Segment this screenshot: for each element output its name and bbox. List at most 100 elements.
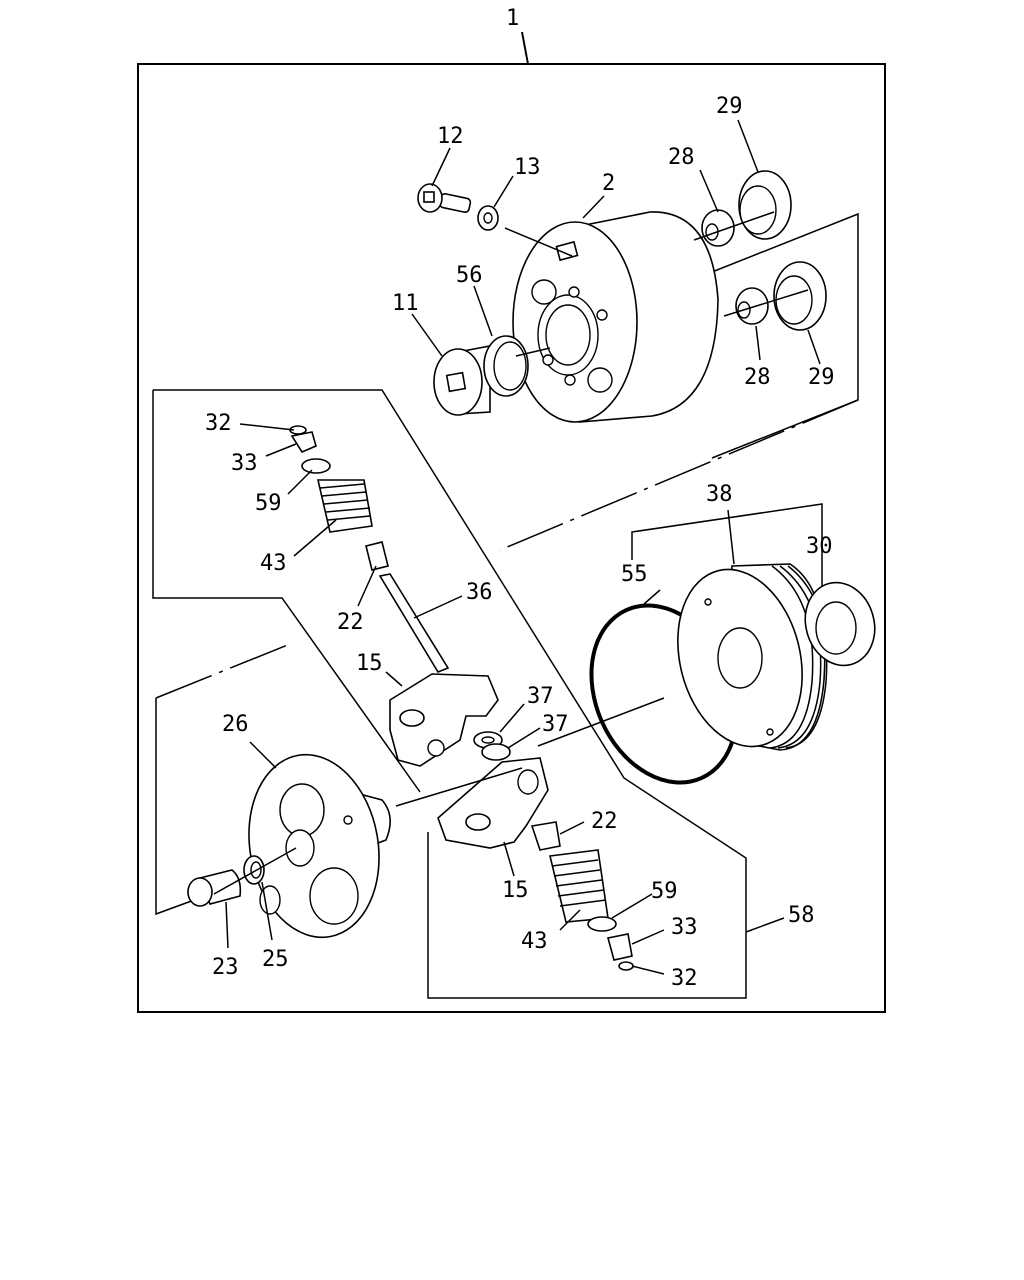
callout-line-33a [265,443,297,457]
plate-axis-line [213,847,297,895]
callout-line-28b [755,325,761,361]
callout-line-29b [807,329,821,365]
valve-22-lower [530,821,561,851]
plug-23 [187,869,242,907]
assembly-frame [137,63,886,1013]
label-28-upper: 28 [668,145,695,170]
label-28-lower: 28 [744,365,771,390]
cover-group [537,503,876,785]
callout-line-36 [413,595,463,619]
dash-dot-line-lower [155,643,291,699]
label-26: 26 [222,712,249,737]
housing-15-lower [437,757,549,849]
pump-body-group [411,119,859,551]
label-32-lower: 32 [671,966,698,991]
callout-line-2 [582,195,605,219]
seat-33-upper [290,431,317,454]
valve-group-boundary [153,389,747,999]
label-58: 58 [788,903,815,928]
label-29-upper: 29 [716,94,743,119]
callout-line-12 [431,147,451,187]
bracket-38 [631,503,823,560]
label-32-upper: 32 [205,411,232,436]
valve-28-upper [701,209,735,247]
label-38: 38 [706,482,733,507]
callout-line-37a [499,703,525,733]
label-37-b: 37 [542,712,569,737]
callout-line-25 [261,881,273,941]
callout-line-29a [737,119,759,173]
label-37-a: 37 [527,684,554,709]
valve-28-lower [735,287,769,325]
label-22-lower: 22 [591,809,618,834]
valve-22-upper [365,541,389,571]
label-13: 13 [514,155,541,180]
axis-line-28-29-lower [723,289,809,317]
shim-59-upper [301,458,331,474]
callout-line-55 [643,589,661,605]
cover-axis-line [537,697,665,747]
label-36: 36 [466,580,493,605]
callout-line-15a [385,671,403,687]
label-30: 30 [806,534,833,559]
label-59-lower: 59 [651,879,678,904]
callout-line-38 [727,509,735,565]
label-33-upper: 33 [231,451,258,476]
label-15-upper: 15 [356,651,383,676]
seal-ring-56 [483,335,529,397]
washer-25 [243,855,265,885]
valve-stack-upper [289,425,450,673]
housing-15-upper [389,673,499,767]
plate-26 [248,753,391,939]
cap-29-upper [738,170,792,240]
bolt-axis-line [504,227,573,257]
label-25: 25 [262,947,289,972]
callout-line-33b [631,929,665,945]
callout-line-43a [293,519,337,557]
label-56: 56 [456,263,483,288]
pump-body-2 [512,211,719,423]
callout-line-59a [287,469,313,495]
plate-housing-axis [395,767,523,807]
callout-line-32a [239,423,295,431]
callout-line-58 [745,917,785,933]
label-43-lower: 43 [521,929,548,954]
callout-line-11 [411,313,443,357]
callout-line-22b [559,821,585,835]
callout-line-59b [611,893,653,919]
label-15-lower: 15 [502,878,529,903]
washer-13 [477,205,499,231]
label-11: 11 [392,291,419,316]
callout-line-56 [473,285,493,337]
dash-dot-line-upper [499,399,859,551]
label-29-lower: 29 [808,365,835,390]
callout-line-22a [357,565,377,607]
callout-line-15b [503,841,515,877]
washer-37-b [481,743,511,761]
callout-line-13 [493,175,514,208]
cap-29-lower [773,261,827,331]
rear-group-bracket [711,212,859,459]
label-33-lower: 33 [671,915,698,940]
axis-line-28-29-upper [693,211,775,241]
label-23: 23 [212,955,239,980]
callout-line-1 [521,31,529,65]
label-43-upper: 43 [260,551,287,576]
cover-38 [677,563,828,751]
callout-line-28a [699,169,719,213]
socket-bolt-12 [417,183,472,214]
plug-axis-line [515,347,551,357]
shim-59-lower [587,916,617,932]
label-2: 2 [602,171,615,196]
valve-group-boundary-left [152,390,421,793]
label-12: 12 [437,124,464,149]
callout-line-23 [225,901,229,949]
shaft-36 [378,573,450,673]
label-22-upper: 22 [337,610,364,635]
seat-33-lower [607,933,633,961]
label-59-upper: 59 [255,491,282,516]
callout-line-37b [507,727,541,749]
callout-line-43b [559,909,581,931]
valve-stack-lower [530,821,634,971]
